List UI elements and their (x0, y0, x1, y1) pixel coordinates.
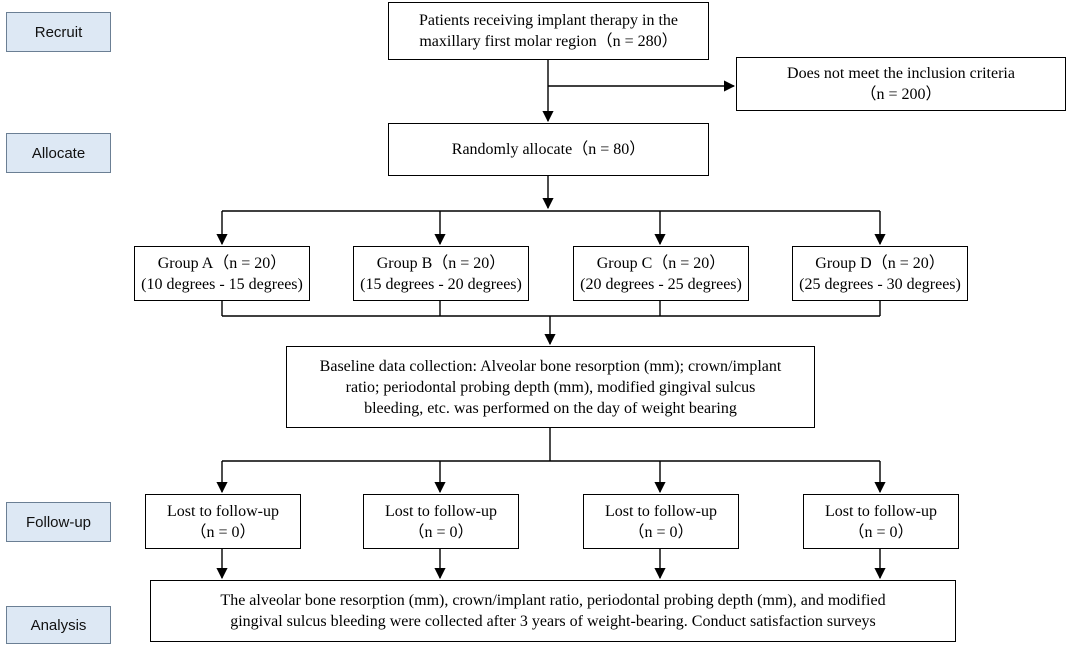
group-b-range: (15 degrees - 20 degrees) (360, 275, 522, 293)
group-b-box: Group B（n = 20） (15 degrees - 20 degrees… (353, 246, 529, 301)
followup-a-line-1: Lost to follow-up (167, 502, 279, 520)
followup-c-line-2: （n = 0） (628, 523, 694, 541)
stage-label-followup: Follow-up (6, 502, 111, 542)
stage-allocate-text: Allocate (31, 144, 86, 162)
excluded-box: Does not meet the inclusion criteria （n … (736, 57, 1066, 111)
followup-d-line-1: Lost to follow-up (825, 502, 937, 520)
analysis-box: The alveolar bone resorption (mm), crown… (150, 580, 956, 642)
analysis-box-line-2: gingival sulcus bleeding were collected … (230, 613, 876, 630)
stage-label-analysis: Analysis (6, 606, 111, 644)
group-a-title: Group A（n = 20） (157, 254, 287, 272)
followup-box-d: Lost to follow-up （n = 0） (803, 494, 959, 549)
followup-box-b: Lost to follow-up （n = 0） (363, 494, 519, 549)
group-b-title: Group B（n = 20） (376, 254, 506, 272)
followup-d-line-2: （n = 0） (848, 523, 914, 541)
stage-label-recruit: Recruit (6, 12, 111, 52)
group-d-box: Group D（n = 20） (25 degrees - 30 degrees… (792, 246, 968, 301)
baseline-box-line-3: bleeding, etc. was performed on the day … (364, 399, 737, 417)
excluded-box-line-2: （n = 200） (860, 86, 942, 103)
recruit-box-line-2: maxillary first molar region（n = 280） (419, 33, 678, 50)
recruit-box: Patients receiving implant therapy in th… (388, 2, 709, 60)
group-d-title: Group D（n = 20） (815, 254, 945, 272)
followup-a-line-2: （n = 0） (190, 523, 256, 541)
stage-label-allocate: Allocate (6, 133, 111, 173)
stage-followup-text: Follow-up (25, 513, 92, 531)
analysis-box-line-1: The alveolar bone resorption (mm), crown… (220, 592, 886, 609)
allocate-box-line-1: Randomly allocate（n = 80） (451, 141, 646, 158)
stage-recruit-text: Recruit (34, 23, 83, 41)
group-c-title: Group C（n = 20） (596, 254, 726, 272)
group-d-range: (25 degrees - 30 degrees) (799, 275, 961, 293)
baseline-box-line-1: Baseline data collection: Alveolar bone … (319, 357, 782, 375)
followup-box-a: Lost to follow-up （n = 0） (145, 494, 301, 549)
followup-b-line-2: （n = 0） (408, 523, 474, 541)
group-c-box: Group C（n = 20） (20 degrees - 25 degrees… (573, 246, 749, 301)
baseline-box-line-2: ratio; periodontal probing depth (mm), m… (345, 378, 756, 396)
followup-b-line-1: Lost to follow-up (385, 502, 497, 520)
excluded-box-line-1: Does not meet the inclusion criteria (787, 65, 1015, 82)
baseline-box: Baseline data collection: Alveolar bone … (286, 346, 815, 428)
group-a-box: Group A（n = 20） (10 degrees - 15 degrees… (134, 246, 310, 301)
stage-analysis-text: Analysis (30, 616, 87, 634)
followup-c-line-1: Lost to follow-up (605, 502, 717, 520)
recruit-box-line-1: Patients receiving implant therapy in th… (418, 12, 679, 29)
group-c-range: (20 degrees - 25 degrees) (580, 275, 742, 293)
group-a-range: (10 degrees - 15 degrees) (141, 275, 303, 293)
allocate-box: Randomly allocate（n = 80） (388, 123, 709, 176)
followup-box-c: Lost to follow-up （n = 0） (583, 494, 739, 549)
